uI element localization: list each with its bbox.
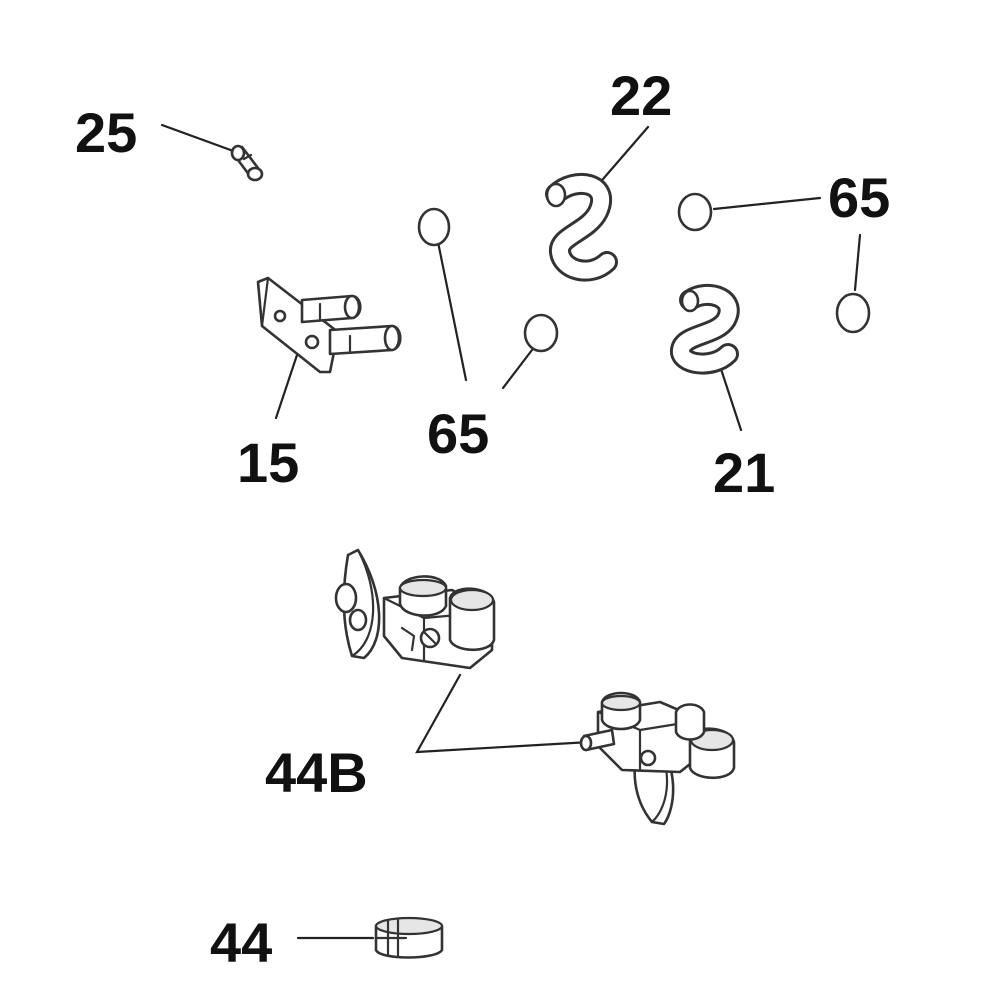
part-21-hook	[670, 283, 740, 375]
leader-65-right-bottom	[853, 233, 862, 292]
part-25-pin	[230, 144, 264, 182]
callout-44: 44	[210, 911, 272, 974]
part-44b-clamp-upper	[334, 548, 496, 670]
part-44-clip	[374, 916, 444, 959]
leader-44b	[415, 673, 592, 754]
ring-65-d	[835, 292, 871, 334]
part-22-hook	[545, 172, 618, 282]
leader-15	[274, 350, 300, 420]
callout-25: 25	[75, 101, 137, 164]
leader-21	[718, 364, 743, 432]
part-65-rings	[417, 192, 871, 353]
leader-lines	[160, 123, 862, 940]
part-15-bracket	[256, 276, 402, 374]
leader-25	[160, 123, 238, 154]
callout-65-center: 65	[427, 402, 489, 465]
part-44b-clamp-lower	[579, 691, 736, 826]
callout-22: 22	[610, 64, 672, 127]
ring-65-a	[417, 207, 451, 247]
leader-22	[595, 125, 650, 188]
callout-21: 21	[713, 441, 775, 504]
ring-65-b	[523, 313, 559, 353]
ring-65-c	[677, 192, 713, 232]
leader-65-center-left	[436, 240, 468, 382]
callout-65-right: 65	[828, 166, 890, 229]
leader-65-center-right	[501, 348, 534, 390]
callout-44b: 44B	[265, 741, 368, 804]
callout-15: 15	[237, 431, 299, 494]
leader-65-right-top	[712, 196, 822, 211]
